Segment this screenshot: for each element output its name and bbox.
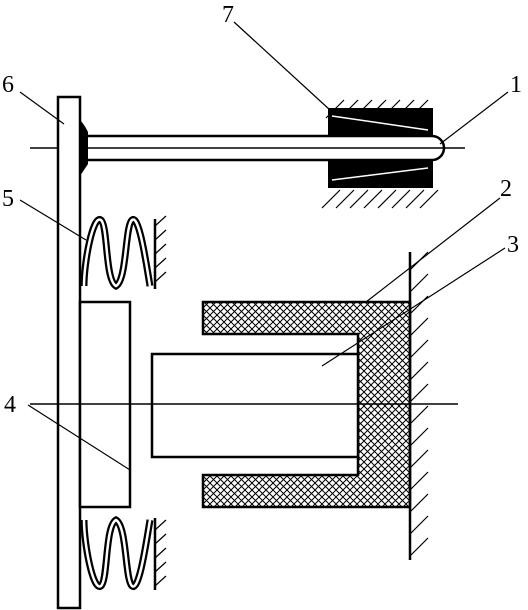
leader-3	[321, 247, 506, 367]
label-part-1: 1	[510, 72, 522, 98]
label-part-3: 3	[507, 232, 519, 258]
right-wall	[408, 251, 429, 560]
label-part-6: 6	[2, 72, 14, 98]
coil	[150, 352, 360, 459]
leader-lines	[19, 21, 509, 471]
armature-plate	[56, 95, 82, 610]
lower-spring	[80, 516, 167, 590]
leader-2	[365, 197, 501, 303]
label-part-7: 7	[222, 2, 234, 28]
guide-bushing	[328, 108, 433, 188]
leader-6	[19, 91, 65, 125]
upper-spring	[80, 215, 167, 290]
label-part-5: 5	[2, 186, 14, 212]
leader-7	[233, 21, 331, 111]
label-part-4: 4	[4, 392, 16, 418]
label-part-2: 2	[500, 176, 512, 202]
leader-4-upper	[27, 404, 131, 471]
leader-5	[19, 199, 87, 241]
leader-1	[439, 91, 509, 145]
